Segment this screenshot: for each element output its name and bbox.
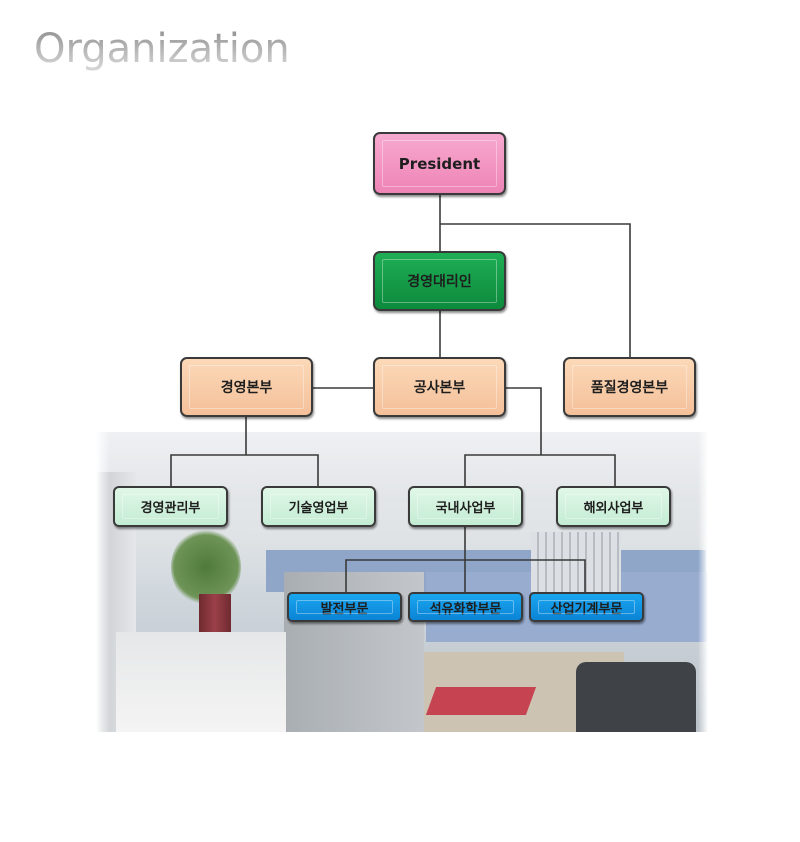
president-label: President bbox=[398, 154, 481, 173]
dept-management-admin-box: 경영관리부 bbox=[113, 486, 228, 527]
deputy-label: 경영대리인 bbox=[407, 274, 472, 290]
photo-floor bbox=[116, 632, 286, 732]
dept-management-admin-label: 경영관리부 bbox=[140, 501, 201, 516]
connector-construction-depts bbox=[464, 387, 616, 487]
president-box: President bbox=[373, 132, 506, 195]
dept-tech-sales-label: 기술영업부 bbox=[288, 501, 349, 516]
connector-president-quality bbox=[440, 223, 631, 358]
dept-overseas-label: 해외사업부 bbox=[583, 501, 644, 516]
division-petrochem-label: 석유화학부문 bbox=[429, 601, 502, 617]
division-industrial-machinery-label: 산업기계부문 bbox=[550, 601, 623, 617]
division-power-box: 발전부문 bbox=[287, 592, 402, 622]
photo-plant bbox=[171, 527, 241, 607]
dept-overseas-box: 해외사업부 bbox=[556, 486, 671, 527]
photo-chair bbox=[576, 662, 696, 732]
hq-management-label: 경영본부 bbox=[220, 380, 273, 396]
dept-domestic-label: 국내사업부 bbox=[435, 501, 496, 516]
division-industrial-machinery-box: 산업기계부문 bbox=[529, 592, 644, 622]
hq-construction-label: 공사본부 bbox=[413, 380, 466, 396]
dept-domestic-box: 국내사업부 bbox=[408, 486, 523, 527]
page-title: Organization bbox=[34, 26, 290, 72]
connector-management-depts bbox=[170, 416, 319, 487]
hq-quality-box: 품질경영본부 bbox=[563, 357, 696, 417]
deputy-box: 경영대리인 bbox=[373, 251, 506, 311]
photo-shelf bbox=[531, 532, 621, 592]
dept-tech-sales-box: 기술영업부 bbox=[261, 486, 376, 527]
division-petrochem-box: 석유화학부문 bbox=[408, 592, 523, 622]
connector-domestic-divisions bbox=[345, 523, 586, 593]
hq-management-box: 경영본부 bbox=[180, 357, 313, 417]
division-power-label: 발전부문 bbox=[320, 601, 369, 617]
hq-construction-box: 공사본부 bbox=[373, 357, 506, 417]
hq-quality-label: 품질경영본부 bbox=[590, 380, 669, 396]
